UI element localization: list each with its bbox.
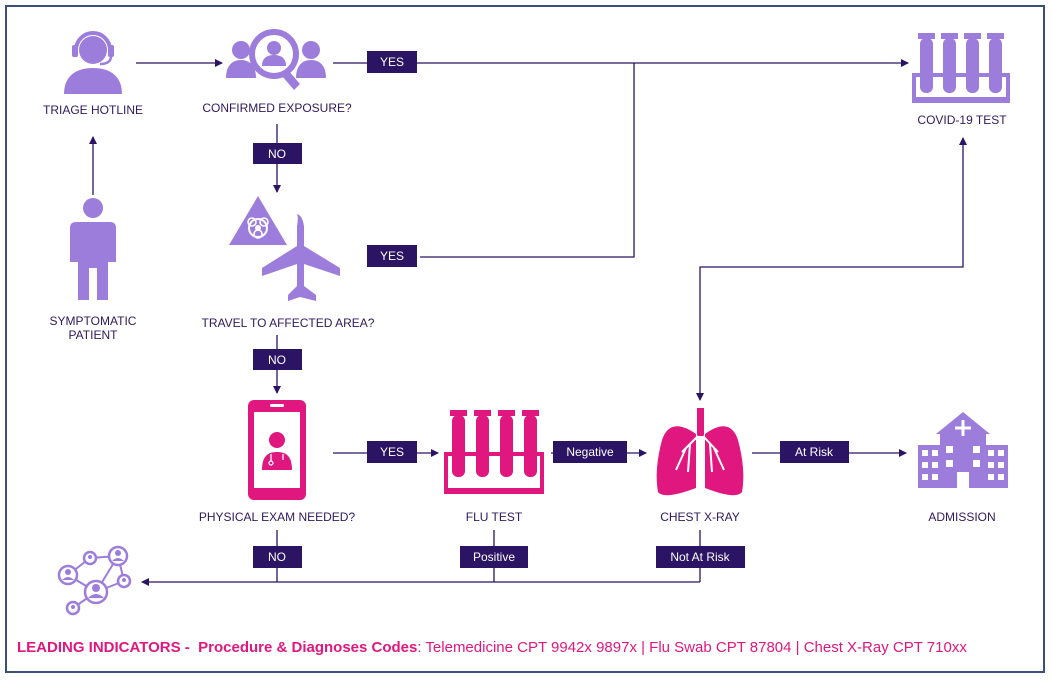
- search-people-icon: [226, 29, 326, 90]
- node-chest-xray-label: CHEST X-RAY: [660, 510, 740, 524]
- node-travel-label: TRAVEL TO AFFECTED AREA?: [202, 316, 375, 330]
- node-covid-test-label: COVID-19 TEST: [917, 113, 1007, 127]
- footer-codes-text: : Telemedicine CPT 9942x 9897x | Flu Swa…: [417, 639, 967, 656]
- node-confirmed-exposure-label: CONFIRMED EXPOSURE?: [202, 101, 352, 115]
- svg-text:NO: NO: [268, 353, 286, 367]
- svg-text:Positive: Positive: [473, 550, 515, 564]
- line-travel-to-covid: [420, 63, 635, 258]
- svg-text:YES: YES: [380, 249, 404, 263]
- tag-flu-positive: Positive: [460, 546, 528, 568]
- footer-codes-title: Procedure & Diagnoses Codes: [198, 639, 418, 656]
- tag-exam-no: NO: [253, 546, 302, 568]
- hospital-icon: [918, 412, 1008, 488]
- svg-text:NO: NO: [268, 147, 286, 161]
- flu-test-tubes-icon: [444, 410, 544, 494]
- footer-leading-indicators: LEADING INDICATORS - Procedure & Diagnos…: [17, 639, 967, 656]
- svg-text:YES: YES: [380, 445, 404, 459]
- svg-text:Negative: Negative: [566, 445, 614, 459]
- person-icon: [70, 198, 116, 300]
- tag-xray-at-risk: At Risk: [780, 441, 849, 463]
- arrow-xray-to-covid: [699, 137, 967, 398]
- lungs-icon: [656, 408, 744, 496]
- tag-travel-yes: YES: [367, 245, 417, 267]
- tag-xray-not-at-risk: Not At Risk: [656, 546, 745, 568]
- svg-text:Not At Risk: Not At Risk: [670, 550, 730, 564]
- airplane-icon: [262, 214, 340, 301]
- footer-leading-label: LEADING INDICATORS -: [17, 639, 190, 656]
- tag-exam-yes: YES: [367, 441, 417, 463]
- tag-flu-negative: Negative: [553, 441, 627, 463]
- phone-doctor-icon: [248, 400, 306, 500]
- test-tubes-icon: [912, 33, 1010, 103]
- tag-exposure-yes: YES: [367, 51, 417, 73]
- tag-travel-no: NO: [253, 349, 302, 370]
- node-flu-test-label: FLU TEST: [466, 510, 523, 524]
- svg-text:YES: YES: [380, 55, 404, 69]
- node-triage-hotline-label: TRIAGE HOTLINE: [43, 103, 143, 117]
- node-physical-exam-label: PHYSICAL EXAM NEEDED?: [199, 510, 356, 524]
- tag-exposure-no: NO: [253, 143, 302, 164]
- node-symptomatic-label-1: SYMPTOMATIC: [50, 314, 137, 328]
- node-admission-label: ADMISSION: [928, 510, 995, 524]
- headset-person-icon: [64, 31, 122, 94]
- svg-text:NO: NO: [268, 550, 286, 564]
- node-symptomatic-label-2: PATIENT: [69, 328, 119, 342]
- biohazard-icon: [229, 196, 287, 245]
- svg-text:At Risk: At Risk: [795, 445, 834, 459]
- network-people-icon: [57, 545, 132, 616]
- diagram-frame: [5, 5, 1045, 673]
